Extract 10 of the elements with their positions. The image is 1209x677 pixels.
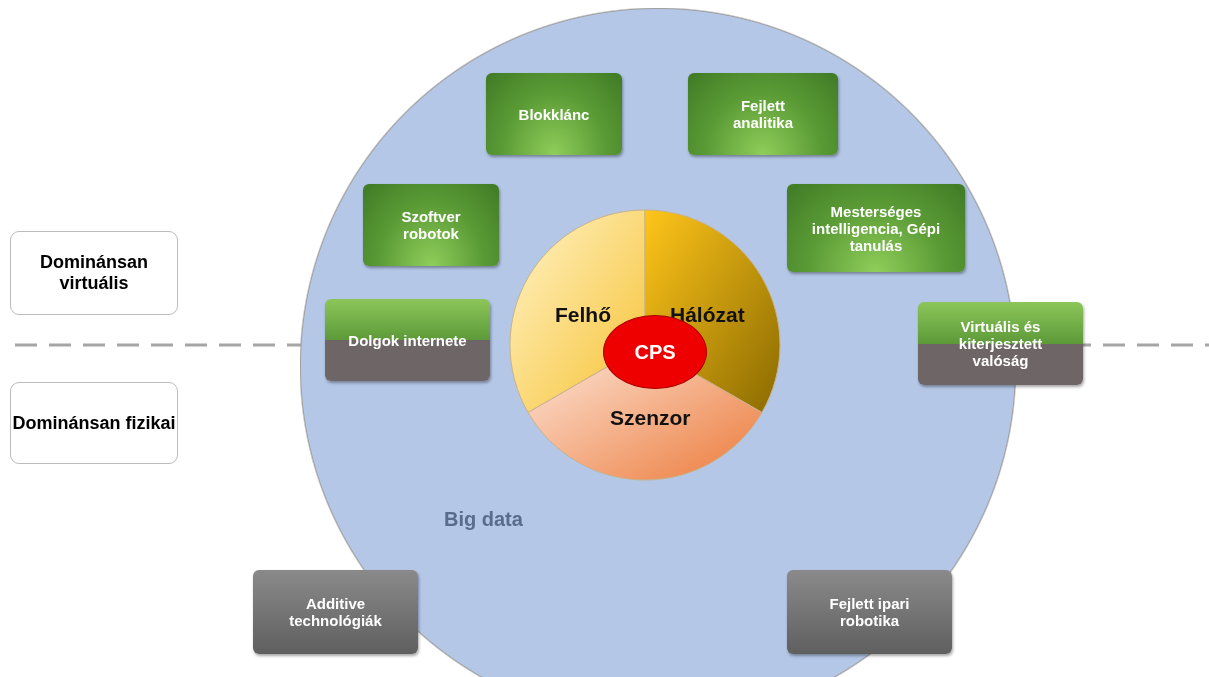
technology-box: Szoftver robotok [363, 184, 499, 266]
technology-box: Fejlett analitika [688, 73, 838, 155]
region-label: Big data [444, 508, 523, 531]
technology-box: Additive technológiák [253, 570, 418, 654]
category-box: Dominánsan virtuális [10, 231, 178, 315]
technology-box: Blokklánc [486, 73, 622, 155]
technology-box: Virtuális és kiterjesztett valóság [918, 302, 1083, 385]
category-box: Dominánsan fizikai [10, 382, 178, 464]
technology-box: Mesterséges intelligencia, Gépi tanulás [787, 184, 965, 272]
technology-box: Dolgok internete [325, 299, 490, 381]
